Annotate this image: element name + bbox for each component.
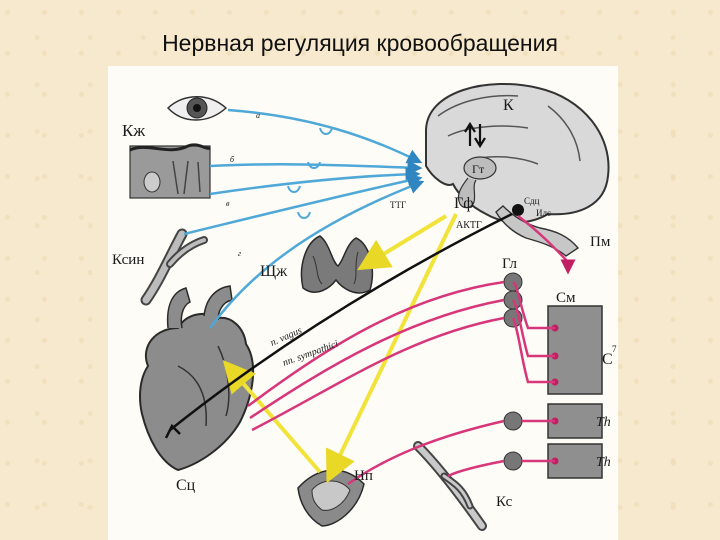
label-actg: АКТГ [456,220,482,231]
slide-title: Нервная регуляция кровообращения [162,30,558,56]
blood-vessels [413,441,487,531]
label-path-g: г [238,249,241,258]
label-medulla-2: Илс [536,208,551,218]
adrenal-gland [297,469,365,527]
hormonal-pathways [222,213,458,484]
diagram-canvas: Кж К Гт Гф Сдц Илс Пм Ксин Щж ТТГ АКТГ Г… [112,82,617,531]
label-adrenal: Нп [354,468,373,484]
label-path-a2: в [226,199,230,208]
label-cortex: К [503,97,514,114]
label-medulla-oblongata: Пм [590,234,611,250]
label-thoracic-2: Th [596,455,611,470]
label-heart: Сц [176,477,196,494]
heart [139,285,255,472]
label-cervical: С [602,351,613,368]
label-ttg: ТТГ [390,200,406,210]
label-ganglion: Гл [502,256,518,272]
label-thoracic-1: Th [596,415,611,430]
circulation-diagram: Кж К Гт Гф Сдц Илс Пм Ксин Щж ТТГ АКТГ Г… [108,66,618,540]
carotid-sinus [140,228,208,306]
label-path-a1: а [256,111,260,120]
spinal-cord [547,305,603,479]
label-vessels: Кс [496,494,513,510]
label-medulla-1: Сдц [524,196,540,206]
eye [166,96,228,121]
sympathetic-pathways [247,215,576,486]
label-carotid-sinus: Ксин [112,252,144,268]
afferent-pathways [183,108,425,329]
vagus-pathway [169,212,513,431]
skin-section [129,143,211,199]
label-path-b: б [230,155,235,164]
brain [425,82,610,257]
label-hypothalamus: Гт [472,162,485,176]
label-pituitary: Гф [454,195,474,212]
label-thyroid: Щж [260,263,288,280]
label-cervical-sup: 7 [612,344,617,354]
label-skin-receptors: Кж [122,121,145,140]
label-spinal-cord: См [556,290,576,306]
thyroid [300,235,374,294]
